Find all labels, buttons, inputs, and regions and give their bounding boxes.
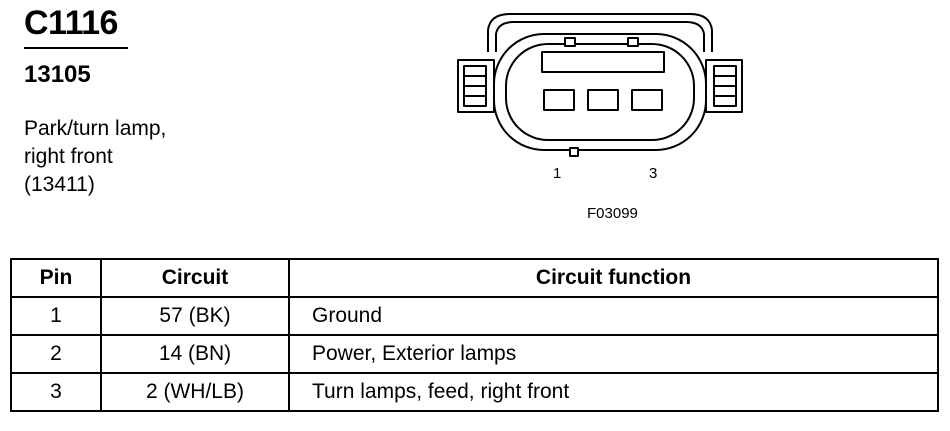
function-cell: Turn lamps, feed, right front — [288, 372, 939, 412]
connector-id: C1116 — [24, 4, 118, 42]
pin-table: Pin Circuit Circuit function 1 57 (BK) G… — [10, 258, 939, 412]
key-tab-bottom — [569, 147, 579, 157]
circuit-cell: 14 (BN) — [100, 334, 290, 374]
header-pin: Pin — [10, 258, 102, 298]
connector-description: Park/turn lamp, right front (13411) — [24, 115, 166, 199]
connector-face-diagram — [457, 13, 743, 157]
key-tab — [564, 37, 576, 47]
connector-body-inner — [505, 43, 695, 141]
table-row: 1 57 (BK) Ground — [10, 296, 939, 336]
figure-id: F03099 — [587, 205, 638, 222]
table-row: 2 14 (BN) Power, Exterior lamps — [10, 334, 939, 374]
pin-cell: 3 — [10, 372, 102, 412]
table-row: 3 2 (WH/LB) Turn lamps, feed, right fron… — [10, 372, 939, 412]
terminal-cavity-1 — [543, 89, 575, 111]
terminal-cavity-3 — [631, 89, 663, 111]
description-line: Park/turn lamp, — [24, 117, 167, 140]
circuit-cell: 57 (BK) — [100, 296, 290, 336]
table-header-row: Pin Circuit Circuit function — [10, 258, 939, 298]
header-circuit: Circuit — [100, 258, 290, 298]
terminal-slot-wide — [541, 51, 665, 73]
description-line: (13411) — [24, 173, 95, 196]
pin-cell: 1 — [10, 296, 102, 336]
function-cell: Ground — [288, 296, 939, 336]
function-cell: Power, Exterior lamps — [288, 334, 939, 374]
connector-body — [493, 33, 707, 151]
title-underline — [24, 47, 128, 49]
pin-cell: 2 — [10, 334, 102, 374]
terminal-cavity-2 — [587, 89, 619, 111]
housing-arch — [487, 13, 713, 52]
circuit-cell: 2 (WH/LB) — [100, 372, 290, 412]
part-number: 13105 — [24, 61, 91, 88]
description-line: right front — [24, 145, 113, 168]
pin-label-3: 3 — [649, 165, 658, 182]
housing-arch-inner — [495, 21, 705, 52]
key-tab — [627, 37, 639, 47]
header-circuit-function: Circuit function — [288, 258, 939, 298]
pin-label-1: 1 — [553, 165, 562, 182]
